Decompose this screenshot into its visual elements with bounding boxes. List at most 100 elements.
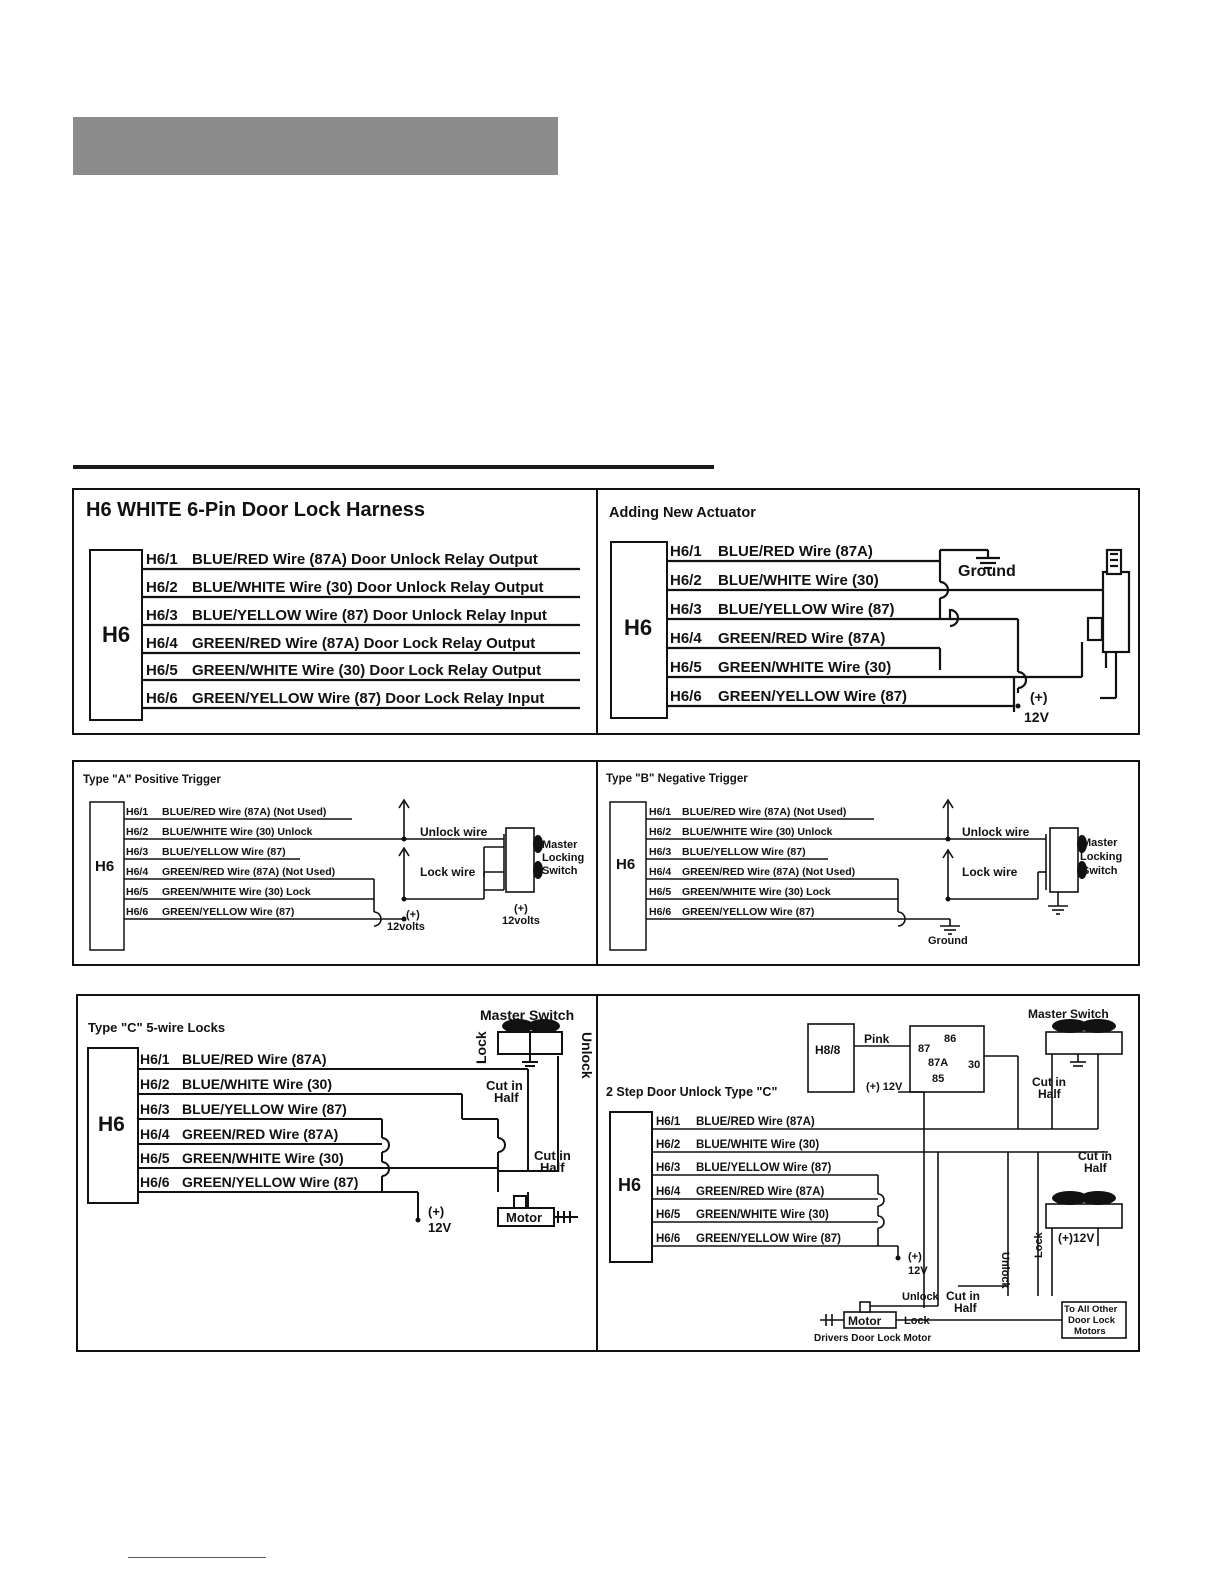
connector-block (89, 549, 143, 721)
unlock-label: Unlock (999, 1252, 1011, 1290)
pin-label: H6/4 (649, 866, 671, 878)
panel-title: Adding New Actuator (609, 505, 756, 521)
cut-label: Half (954, 1301, 978, 1315)
connector-label: H6 (624, 615, 652, 640)
pin-label: H6/4 (670, 630, 702, 647)
motor-label: Motor (848, 1314, 882, 1328)
connector-label: H6 (95, 858, 114, 875)
pin-desc: GREEN/RED Wire (87A) (Not Used) (162, 866, 335, 878)
master-switch-label: Master Switch (1028, 1007, 1109, 1021)
unlock-wire-label: Unlock wire (962, 825, 1030, 839)
cut-label: Cut in (486, 1078, 523, 1093)
relay-pin: 87A (928, 1057, 948, 1069)
pin-desc: BLUE/YELLOW Wire (87) (682, 846, 806, 858)
pin-label: H6/1 (656, 1116, 681, 1128)
pin-label: H6/2 (649, 826, 671, 838)
unlock-wire-label: Unlock wire (420, 825, 488, 839)
pin-desc: BLUE/WHITE Wire (30) Door Unlock Relay O… (192, 579, 544, 596)
pin-desc: BLUE/YELLOW Wire (87) (718, 601, 895, 618)
cut-label: Cut in (946, 1289, 980, 1303)
pin-label: H6/3 (670, 601, 702, 618)
panel-title: Type "C" 5-wire Locks (88, 1020, 225, 1035)
lock-label: Lock (1033, 1231, 1045, 1258)
pin-label: H6/6 (126, 906, 148, 918)
lock-wire-label: Lock wire (962, 865, 1018, 879)
pin-desc: BLUE/WHITE Wire (30) (696, 1139, 819, 1151)
pin-label: H6/3 (126, 846, 148, 858)
ground-label: Ground (928, 935, 968, 947)
pin-label: H6/3 (656, 1162, 680, 1174)
pin-desc: GREEN/RED Wire (87A) (182, 1126, 338, 1142)
pin-label: H6/6 (146, 690, 178, 707)
pin-desc: GREEN/YELLOW Wire (87) (718, 688, 907, 705)
plus-label: (+) (406, 909, 420, 921)
cut-label: Cut in (1078, 1149, 1112, 1163)
pin-label: H6/1 (126, 806, 148, 818)
pin-desc: BLUE/RED Wire (87A) (182, 1051, 327, 1067)
connector-block (609, 1111, 653, 1263)
pin-label: H6/6 (649, 906, 671, 918)
pin-desc: BLUE/RED Wire (87A) Door Unlock Relay Ou… (192, 551, 538, 568)
connector-block (610, 541, 668, 719)
connector-label: H6 (102, 622, 130, 647)
volts-label: 12V (428, 1220, 451, 1235)
panel-type-c: Type "C" 5-wire Locks H6 (76, 994, 598, 1352)
plus-label: (+) (428, 1204, 444, 1219)
pin-label: H6/3 (649, 846, 671, 858)
pin-label: H6/5 (656, 1209, 681, 1221)
pin-desc: GREEN/WHITE Wire (30) (718, 659, 891, 676)
pin-label: H6/1 (146, 551, 178, 568)
connector-label: H6 (98, 1113, 125, 1136)
pin-desc: BLUE/RED Wire (87A) (Not Used) (682, 806, 846, 818)
pin-label: H6/2 (146, 579, 178, 596)
cut-label: Half (540, 1160, 565, 1175)
panel-type-a: Type "A" Positive Trigger H6 H6/1 BLUE/R… (72, 760, 598, 966)
pin-label: H6/2 (126, 826, 148, 838)
pin-desc: BLUE/YELLOW Wire (87) (696, 1162, 832, 1174)
pin-label: H6/4 (126, 866, 148, 878)
section-rule (73, 465, 714, 469)
pin-desc: GREEN/YELLOW Wire (87) (696, 1233, 841, 1245)
connector-block (89, 801, 125, 951)
pin-label: H6/4 (140, 1126, 170, 1142)
unlock-label: Unlock (902, 1291, 940, 1303)
pin-desc: BLUE/WHITE Wire (30) (718, 572, 879, 589)
pin-label: H6/4 (146, 635, 178, 652)
panel-new-actuator: Adding New Actuator H6 (596, 488, 1140, 735)
cut-label: Half (1038, 1087, 1062, 1101)
switch-label: Master (1082, 837, 1118, 849)
pin-desc: BLUE/RED Wire (87A) (696, 1116, 815, 1128)
connector-label: H6 (618, 1175, 641, 1195)
pin-label: H6/2 (656, 1139, 680, 1151)
all-other-label: Motors (1074, 1326, 1106, 1337)
volts-label: 12volts (502, 915, 540, 927)
pin-label: H6/5 (126, 886, 148, 898)
relay-pin: 30 (968, 1059, 980, 1071)
pin-desc: GREEN/RED Wire (87A) Door Lock Relay Out… (192, 635, 535, 652)
pin-label: H6/6 (670, 688, 702, 705)
lock-label: Lock (473, 1031, 489, 1064)
pin-desc: GREEN/YELLOW Wire (87) (682, 906, 814, 918)
pin-label: H6/1 (649, 806, 671, 818)
unlock-label: Unlock (579, 1032, 595, 1079)
pin-desc: GREEN/WHITE Wire (30) Lock (162, 886, 311, 898)
cut-label: Cut in (1032, 1075, 1066, 1089)
drivers-motor-label: Drivers Door Lock Motor (814, 1333, 931, 1344)
volts-label: 12volts (387, 921, 425, 933)
cut-label: Cut in (534, 1148, 571, 1163)
pin-desc: BLUE/RED Wire (87A) (Not Used) (162, 806, 326, 818)
master-switch-label: Master Switch (480, 1007, 574, 1023)
pin-desc: GREEN/YELLOW Wire (87) Door Lock Relay I… (192, 690, 544, 707)
all-other-label: Door Lock (1068, 1315, 1116, 1326)
h8-block (807, 1023, 855, 1093)
plus-label: (+) (514, 903, 528, 915)
pin-label: H6/3 (146, 607, 178, 624)
panel-title: Type "B" Negative Trigger (606, 773, 748, 785)
connector-label: H6 (616, 856, 635, 873)
plus-label: (+) (1030, 689, 1048, 705)
pin-desc: BLUE/WHITE Wire (30) Unlock (682, 826, 833, 838)
panel-title: Type "A" Positive Trigger (83, 774, 221, 786)
pin-desc: GREEN/WHITE Wire (30) Lock (682, 886, 831, 898)
pin-label: H6/2 (140, 1076, 170, 1092)
lock-label: Lock (904, 1315, 931, 1327)
